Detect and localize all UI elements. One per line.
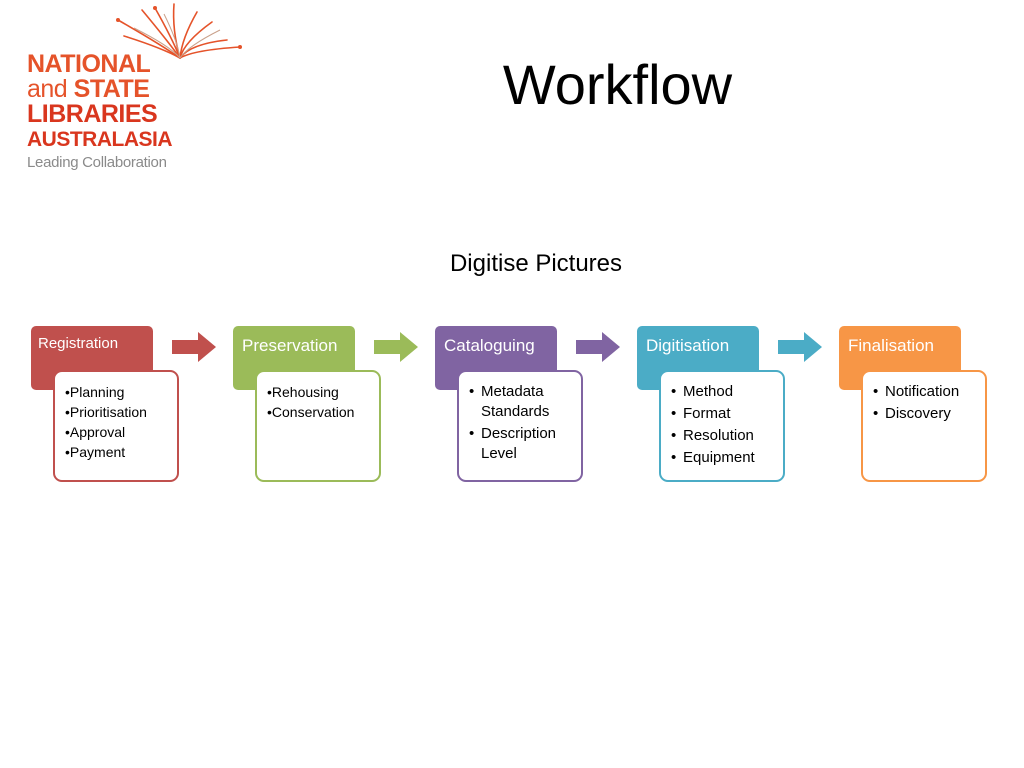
stage-registration: Registration •Planning •Prioritisation •…	[31, 326, 191, 486]
list-item-text: Method	[683, 383, 734, 400]
logo-line-libraries: LIBRARIES	[27, 100, 158, 128]
stage-cataloguing-box: •Metadata Standards •Description Level	[457, 370, 583, 482]
logo-line-and-state: and STATE	[27, 77, 172, 102]
stage-digitisation-box: •Method •Format •Resolution •Equipment	[659, 370, 785, 482]
firework-burst-icon	[116, 3, 242, 59]
list-item: •Conservation	[267, 404, 355, 420]
logo-line-australasia: AUSTRALASIA	[27, 128, 173, 151]
list-item-text: Description Level	[481, 425, 557, 462]
list-item: •Format	[671, 405, 731, 422]
arrow-right-icon	[374, 332, 418, 362]
list-item: •Equipment	[671, 449, 755, 466]
stage-digitisation: Digitisation •Method •Format •Resolution…	[637, 326, 797, 486]
stage-cataloguing-header: Cataloguing	[435, 326, 557, 390]
logo-word-and: and	[27, 75, 68, 103]
logo-word-state: STATE	[73, 75, 150, 103]
stage-preservation-box: •Rehousing •Conservation	[255, 370, 381, 482]
diagram-subtitle: Digitise Pictures	[449, 250, 623, 277]
list-item: •Resolution	[671, 427, 754, 444]
stage-finalisation-box: •Notification •Discovery	[861, 370, 987, 482]
stage-cataloguing: Cataloguing •Metadata Standards •Descrip…	[435, 326, 595, 486]
list-item: •Approval	[65, 424, 126, 440]
logo-line-national: NATIONAL	[27, 50, 151, 78]
list-item-text: Resolution	[683, 427, 754, 444]
list-item: •Discovery	[873, 405, 951, 422]
logo-tagline: Leading Collaboration	[27, 154, 167, 171]
list-item: •Planning	[65, 384, 125, 400]
arrow-right-icon	[778, 332, 822, 362]
list-item-text: Equipment	[683, 449, 755, 466]
list-item-text: Discovery	[885, 405, 951, 422]
list-item-text: Format	[683, 405, 731, 422]
list-item: •Description Level	[469, 425, 557, 462]
slide-title: Workflow	[502, 53, 733, 116]
list-item: •Rehousing	[267, 384, 339, 400]
stage-registration-box: •Planning •Prioritisation •Approval •Pay…	[53, 370, 179, 482]
list-item: •Method	[671, 383, 734, 400]
arrow-right-icon	[576, 332, 620, 362]
stage-finalisation: Finalisation •Notification •Discovery	[839, 326, 999, 486]
stage-preservation: Preservation •Rehousing •Conservation	[233, 326, 393, 486]
list-item-text: Notification	[885, 383, 960, 400]
list-item: •Prioritisation	[65, 404, 147, 420]
list-item: •Payment	[65, 444, 126, 460]
list-item: •Metadata Standards	[469, 383, 550, 420]
list-item-text: Metadata Standards	[481, 383, 550, 420]
list-item: •Notification	[873, 383, 960, 400]
arrow-right-icon	[172, 332, 216, 362]
nsla-logo: NATIONAL and STATE LIBRARIES AUSTRALASIA…	[22, 0, 247, 180]
logo-wordmark: NATIONAL and STATE LIBRARIES AUSTRALASIA	[27, 50, 173, 152]
